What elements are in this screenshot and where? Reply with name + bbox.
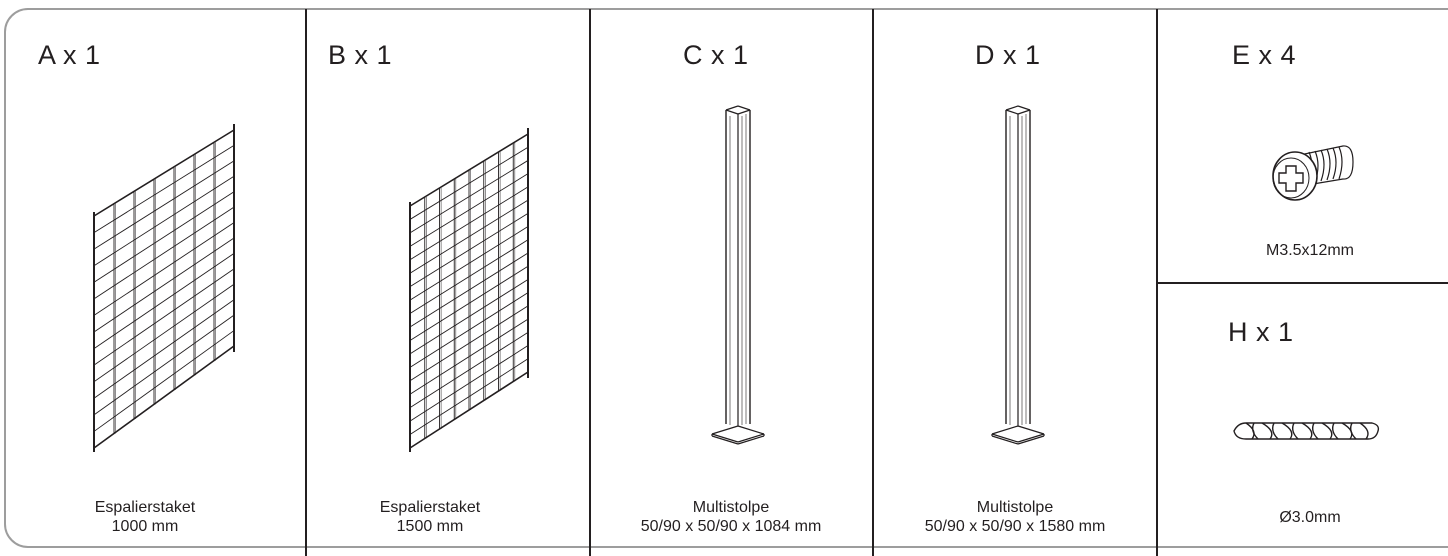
post-icon bbox=[991, 105, 1045, 445]
parts-list-frame bbox=[4, 8, 1448, 548]
part-caption: Espalierstaket 1500 mm bbox=[345, 498, 515, 536]
part-caption: Ø3.0mm bbox=[1240, 508, 1380, 527]
trellis-panel-icon bbox=[409, 128, 529, 452]
part-title: D x 1 bbox=[975, 40, 1041, 70]
part-title: C x 1 bbox=[683, 40, 749, 70]
post-icon bbox=[711, 105, 765, 445]
part-title: B x 1 bbox=[328, 40, 393, 70]
part-dimension: Ø3.0mm bbox=[1279, 509, 1341, 526]
part-caption: Multistolpe 50/90 x 50/90 x 1580 mm bbox=[883, 498, 1147, 536]
part-dimension: 1500 mm bbox=[396, 518, 464, 535]
part-name: Espalierstaket bbox=[94, 499, 196, 516]
part-name: Multistolpe bbox=[692, 499, 770, 516]
part-caption: Multistolpe 50/90 x 50/90 x 1084 mm bbox=[600, 498, 862, 536]
part-dimension: 50/90 x 50/90 x 1580 mm bbox=[924, 518, 1106, 535]
part-title: A x 1 bbox=[38, 40, 101, 70]
part-dimension: M3.5x12mm bbox=[1265, 242, 1355, 259]
part-title: H x 1 bbox=[1228, 317, 1294, 347]
part-name: Espalierstaket bbox=[379, 499, 481, 516]
row-divider bbox=[1157, 282, 1448, 284]
column-divider bbox=[872, 9, 874, 556]
part-caption: M3.5x12mm bbox=[1240, 241, 1380, 260]
column-divider bbox=[589, 9, 591, 556]
trellis-panel-icon bbox=[93, 124, 235, 452]
part-caption: Espalierstaket 1000 mm bbox=[60, 498, 230, 536]
part-dimension: 1000 mm bbox=[111, 518, 179, 535]
part-dimension: 50/90 x 50/90 x 1084 mm bbox=[640, 518, 822, 535]
screw-icon bbox=[1272, 145, 1354, 201]
part-name: Multistolpe bbox=[976, 499, 1054, 516]
part-title: E x 4 bbox=[1232, 40, 1297, 70]
drill-bit-icon bbox=[1233, 422, 1380, 440]
column-divider bbox=[305, 9, 307, 556]
